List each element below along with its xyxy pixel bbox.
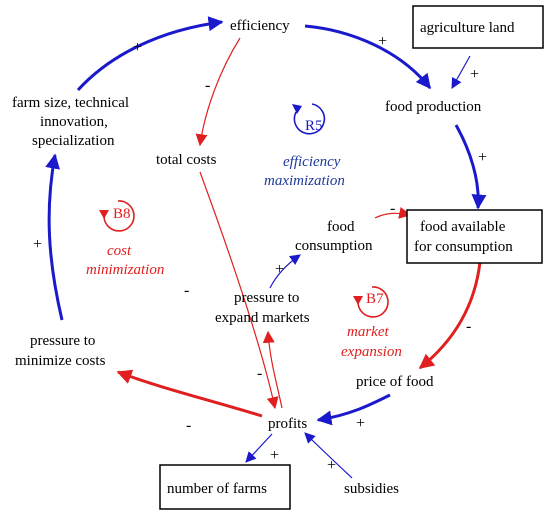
number-of-farms-box bbox=[159, 464, 291, 510]
arrow-farm-to-efficiency bbox=[76, 16, 224, 92]
sign-production-to-available: + bbox=[478, 149, 487, 166]
arrow-efficiency-to-costs bbox=[195, 37, 241, 147]
sign-costs-to-profits: - bbox=[184, 282, 189, 299]
sign-land-to-production: + bbox=[470, 66, 479, 83]
node-food-available-line1: food available bbox=[420, 219, 506, 235]
sign-price-to-profits: + bbox=[356, 415, 365, 432]
loop-b8-arrowhead bbox=[99, 210, 109, 219]
arrow-expand-to-consumption bbox=[269, 254, 301, 289]
sign-pressure-to-farm: + bbox=[33, 236, 42, 253]
arrow-price-to-profits bbox=[316, 393, 391, 426]
loop-b7-arrowhead bbox=[353, 296, 363, 305]
sign-farm-to-efficiency: + bbox=[133, 39, 142, 56]
node-pressure-expand-line1: pressure to bbox=[234, 290, 299, 306]
loop-r5-id: R5 bbox=[305, 118, 323, 134]
loop-r5-arrowhead bbox=[292, 104, 302, 114]
arrow-land-to-production bbox=[451, 55, 471, 89]
node-pressure-minimize-line1: pressure to bbox=[30, 333, 95, 349]
sign-profits-to-minimize: - bbox=[186, 417, 191, 434]
sign-efficiency-to-production: + bbox=[378, 33, 387, 50]
loop-b8-id: B8 bbox=[113, 206, 131, 222]
sign-subsidies-to-profits: + bbox=[327, 457, 336, 474]
arrow-costs-to-profits bbox=[199, 171, 279, 410]
loop-b8-arc bbox=[103, 200, 135, 232]
node-food-consumption-line1: food bbox=[327, 219, 355, 235]
node-number-of-farms: number of farms bbox=[167, 481, 267, 497]
node-food-available-line2: for consumption bbox=[414, 239, 513, 255]
arrow-profits-to-expand bbox=[262, 330, 283, 409]
arrow-subsidies-to-profits bbox=[304, 432, 353, 479]
loop-b7-id: B7 bbox=[366, 291, 384, 307]
loop-b8-name-line1: cost bbox=[107, 243, 132, 259]
loop-b8-name-line2: minimization bbox=[86, 262, 164, 278]
node-agriculture-land: agriculture land bbox=[420, 20, 515, 36]
node-farm-size-line2: innovation, bbox=[40, 114, 108, 130]
arrow-available-to-price bbox=[418, 261, 482, 370]
arrow-production-to-available bbox=[454, 124, 487, 210]
node-pressure-minimize-line2: minimize costs bbox=[15, 353, 106, 369]
arrow-pressure-to-farm bbox=[45, 153, 64, 321]
sign-profits-to-farms: + bbox=[270, 447, 279, 464]
node-food-consumption-line2: consumption bbox=[295, 238, 373, 254]
sign-profits-to-expand: - bbox=[257, 365, 262, 382]
loop-b7-name-line1: market bbox=[347, 324, 389, 340]
node-farm-size-line3: specialization bbox=[32, 133, 115, 149]
sign-efficiency-to-costs: - bbox=[205, 77, 210, 94]
node-farm-size-line1: farm size, technical bbox=[12, 95, 129, 111]
sign-expand-to-consumption: + bbox=[275, 261, 284, 278]
loop-r5-arc bbox=[293, 103, 326, 135]
arrow-profits-to-minimize bbox=[116, 369, 263, 418]
food-available-box bbox=[406, 209, 543, 264]
node-efficiency: efficiency bbox=[230, 18, 290, 34]
arrow-efficiency-to-production bbox=[304, 24, 432, 90]
sign-consumption-to-available: - bbox=[390, 200, 395, 217]
node-pressure-expand-line2: expand markets bbox=[215, 310, 310, 326]
loop-b7-name-line2: expansion bbox=[341, 344, 402, 360]
node-food-production: food production bbox=[385, 99, 482, 115]
node-subsidies: subsidies bbox=[344, 481, 399, 497]
node-profits: profits bbox=[268, 416, 307, 432]
agriculture-land-box bbox=[412, 5, 544, 49]
loop-r5-name-line1: efficiency bbox=[283, 154, 341, 170]
loop-b7-arc bbox=[357, 286, 389, 318]
sign-available-to-price: - bbox=[466, 318, 471, 335]
loop-r5-name-line2: maximization bbox=[264, 173, 345, 189]
node-price-of-food: price of food bbox=[356, 374, 434, 390]
arrow-profits-to-farms bbox=[245, 433, 273, 463]
node-total-costs: total costs bbox=[156, 152, 217, 168]
